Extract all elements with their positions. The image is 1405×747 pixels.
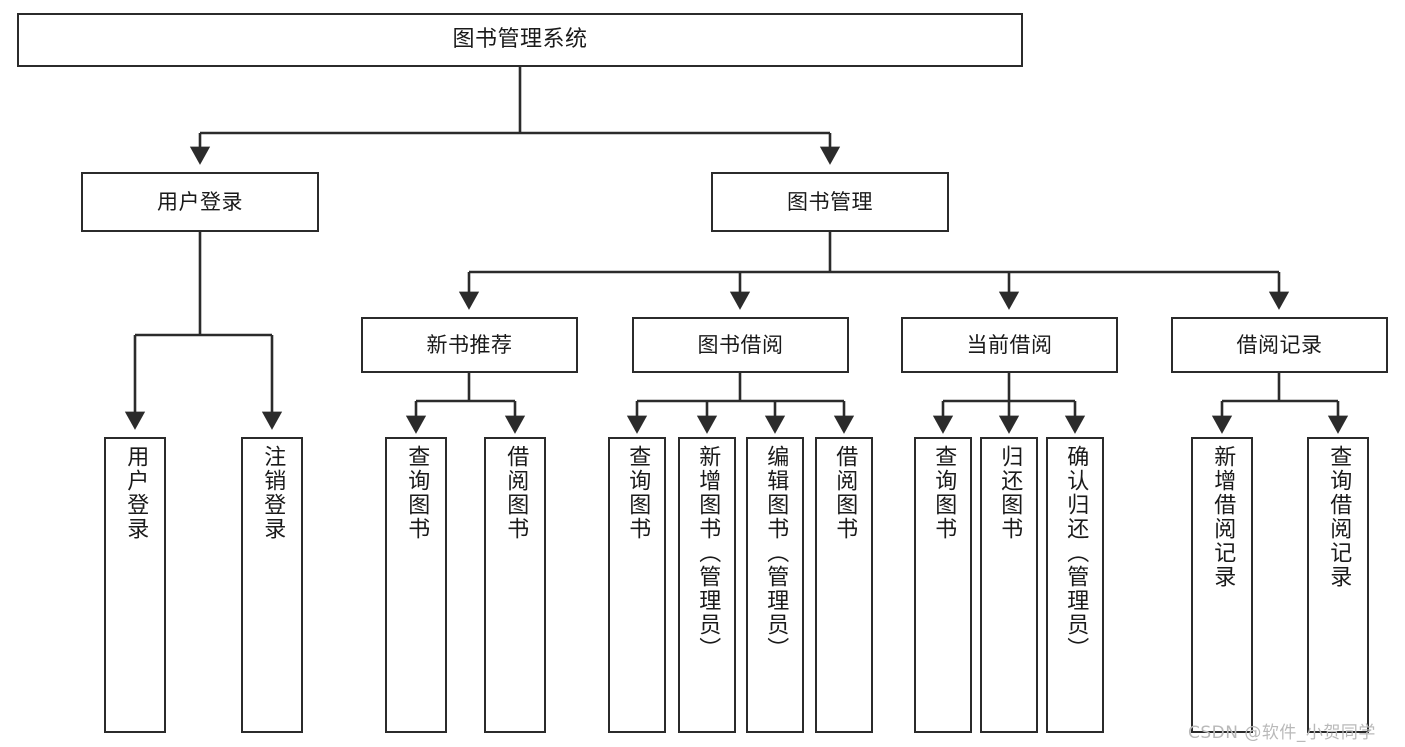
node-label: 借阅记录 <box>1236 332 1323 357</box>
node-label: 新增借阅记录 <box>1210 445 1236 589</box>
node-label: 借阅图书 <box>503 445 529 541</box>
node-label: 新增图书（管理员） <box>695 445 721 661</box>
node-borrowing-record[interactable]: 借阅记录 <box>1171 317 1388 373</box>
node-label: 查询图书 <box>931 445 957 541</box>
node-user-login[interactable]: 用户登录 <box>81 172 319 232</box>
node-new-book-recommendation[interactable]: 新书推荐 <box>361 317 578 373</box>
node-label: 图书管理系统 <box>452 27 588 53</box>
leaf-new-book-borrow[interactable]: 借阅图书 <box>484 437 546 733</box>
leaf-current-confirm-return-admin[interactable]: 确认归还（管理员） <box>1046 437 1104 733</box>
node-label: 查询图书 <box>404 445 430 541</box>
leaf-borrow-borrow-book[interactable]: 借阅图书 <box>815 437 873 733</box>
node-label: 当前借阅 <box>966 332 1053 357</box>
leaf-record-add-record[interactable]: 新增借阅记录 <box>1191 437 1253 733</box>
node-label: 确认归还（管理员） <box>1063 445 1089 661</box>
leaf-record-query-record[interactable]: 查询借阅记录 <box>1307 437 1369 733</box>
node-label: 用户登录 <box>123 445 149 541</box>
node-root-book-management-system[interactable]: 图书管理系统 <box>17 13 1023 67</box>
node-label: 归还图书 <box>997 445 1023 541</box>
node-label: 注销登录 <box>260 445 286 541</box>
leaf-borrow-edit-book-admin[interactable]: 编辑图书（管理员） <box>746 437 804 733</box>
leaf-current-query-book[interactable]: 查询图书 <box>914 437 972 733</box>
node-label: 编辑图书（管理员） <box>763 445 789 661</box>
node-label: 用户登录 <box>157 189 243 214</box>
node-label: 图书管理 <box>787 189 873 214</box>
node-label: 图书借阅 <box>697 332 784 357</box>
node-label: 新书推荐 <box>426 332 513 357</box>
leaf-borrow-add-book-admin[interactable]: 新增图书（管理员） <box>678 437 736 733</box>
leaf-new-book-query[interactable]: 查询图书 <box>385 437 447 733</box>
leaf-borrow-query-book[interactable]: 查询图书 <box>608 437 666 733</box>
leaf-user-login-signout[interactable]: 注销登录 <box>241 437 303 733</box>
node-book-borrowing[interactable]: 图书借阅 <box>632 317 849 373</box>
leaf-user-login-signin[interactable]: 用户登录 <box>104 437 166 733</box>
csdn-watermark: CSDN @软件_小贺同学 <box>1188 723 1376 743</box>
node-current-borrowing[interactable]: 当前借阅 <box>901 317 1118 373</box>
node-book-management[interactable]: 图书管理 <box>711 172 949 232</box>
node-label: 查询借阅记录 <box>1326 445 1352 589</box>
leaf-current-return-book[interactable]: 归还图书 <box>980 437 1038 733</box>
node-label: 查询图书 <box>625 445 651 541</box>
node-label: 借阅图书 <box>832 445 858 541</box>
